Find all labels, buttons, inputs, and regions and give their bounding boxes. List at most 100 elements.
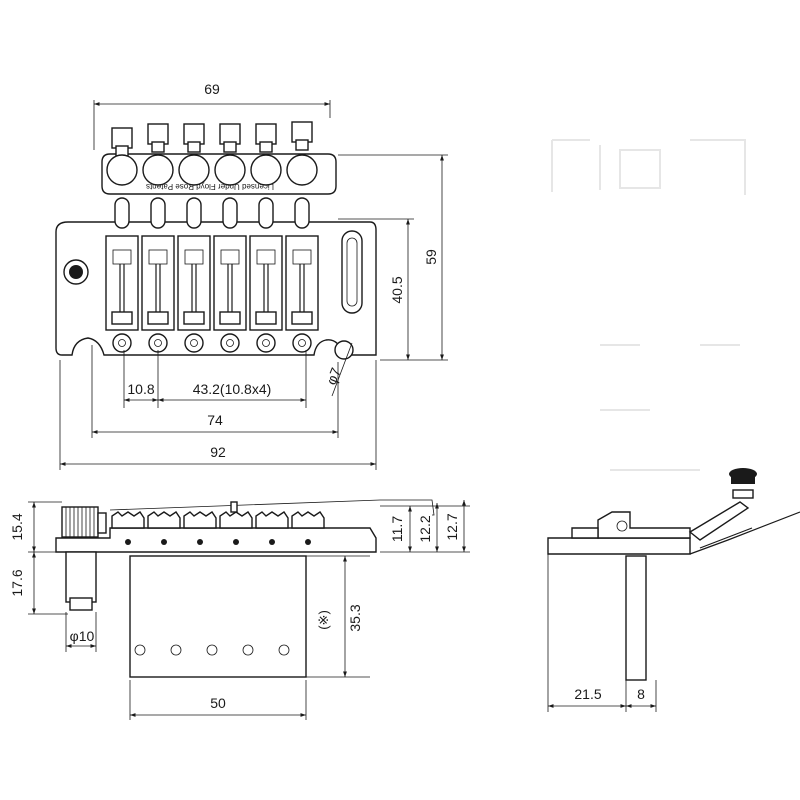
lock-pad <box>286 154 318 186</box>
tuner-screw-head <box>147 123 169 145</box>
lock-pad <box>142 154 174 186</box>
saddle-window <box>256 249 276 265</box>
side-saddle-body <box>147 511 181 529</box>
saddle-clamp <box>111 311 133 325</box>
end-saddle <box>597 511 691 539</box>
saddle-clamp <box>147 311 169 325</box>
side-saddle-group <box>111 511 325 545</box>
tuner-screw-head <box>291 121 313 143</box>
saddle-window <box>184 249 204 265</box>
tuner-screw-shaft <box>187 141 201 153</box>
block-hole-2 <box>170 644 182 656</box>
right-slot <box>341 230 363 314</box>
block-hole-group <box>134 644 290 656</box>
saddle-group <box>105 121 319 353</box>
dim-block-note: (※) <box>316 610 331 630</box>
side-saddle-screw <box>269 539 275 545</box>
side-saddle-screw <box>233 539 239 545</box>
dim-stud-depth: 17.6 <box>9 569 25 596</box>
dim-overall-width: 92 <box>210 444 226 460</box>
intonation-screw <box>222 197 238 229</box>
saddle-2 <box>141 123 175 353</box>
side-stud <box>65 551 97 603</box>
end-view <box>547 468 800 681</box>
lock-pad <box>106 154 138 186</box>
mount-screw-center <box>154 339 162 347</box>
lock-pad <box>178 154 210 186</box>
dim-height-2: 12.2 <box>417 515 433 542</box>
tuner-screw-shaft <box>259 141 273 153</box>
side-saddle-body <box>291 511 325 529</box>
side-saddle-3 <box>183 511 217 545</box>
block-hole-1 <box>134 644 146 656</box>
saddle-window <box>148 249 168 265</box>
saddle-clamp <box>219 311 241 325</box>
saddle-1 <box>105 127 139 353</box>
side-saddle-screw <box>197 539 203 545</box>
dim-height-total: 59 <box>423 249 439 265</box>
dim-saddle-span: 69 <box>204 81 220 97</box>
fine-tuner-knob <box>61 506 99 538</box>
side-saddle-screw <box>161 539 167 545</box>
side-saddle-5 <box>255 511 289 545</box>
saddle-clamp <box>183 311 205 325</box>
lock-pad <box>214 154 246 186</box>
saddle-clamp <box>255 311 277 325</box>
saddle-5 <box>249 123 283 353</box>
end-block <box>625 555 647 681</box>
mount-screw-center <box>226 339 234 347</box>
intonation-screw <box>114 197 130 229</box>
intonation-screw <box>186 197 202 229</box>
side-stud-tip <box>69 597 93 611</box>
side-view <box>55 499 435 678</box>
top-view-dimensions: 69 59 40.5 10.8 43.2(10.8x4) 74 92 φ7 <box>59 81 448 470</box>
dim-height-3: 12.7 <box>444 513 460 540</box>
mount-screw-center <box>298 339 306 347</box>
side-saddle-6 <box>291 511 325 545</box>
mount-screw <box>184 333 204 353</box>
dim-end-thickness: 8 <box>637 686 645 702</box>
side-saddle-4 <box>219 511 253 545</box>
block-hole-4 <box>242 644 254 656</box>
mount-screw <box>148 333 168 353</box>
block-hole-3 <box>206 644 218 656</box>
end-base-plate <box>547 537 691 555</box>
mount-screw-center <box>262 339 270 347</box>
saddle-window <box>292 249 312 265</box>
end-knob <box>732 489 754 499</box>
side-saddle-1 <box>111 511 145 545</box>
background-watermark <box>551 139 746 471</box>
side-saddle-2 <box>147 511 181 545</box>
saddle-window <box>220 249 240 265</box>
tuner-screw-head <box>183 123 205 145</box>
dim-height-1: 11.7 <box>389 516 405 542</box>
top-view: Licensed Under Floyd Rose Patents <box>55 121 377 360</box>
dim-stud-diameter: φ10 <box>70 628 95 644</box>
mount-screw <box>112 333 132 353</box>
intonation-screw <box>258 197 274 229</box>
intonation-screw <box>294 197 310 229</box>
side-saddle-body <box>255 511 289 529</box>
side-saddle-screw <box>305 539 311 545</box>
mount-screw <box>292 333 312 353</box>
side-saddle-body <box>111 511 145 529</box>
dim-saddle-offset: 10.8 <box>127 381 154 397</box>
mount-screw-center <box>118 339 126 347</box>
saddle-clamp <box>291 311 313 325</box>
saddle-window <box>112 249 132 265</box>
end-arm <box>688 501 750 541</box>
end-view-dimensions: 21.5 8 <box>547 554 657 712</box>
mount-screw <box>220 333 240 353</box>
tremolo-block <box>129 555 307 678</box>
patent-text: Licensed Under Floyd Rose Patents <box>146 182 274 191</box>
dim-block-depth: 35.3 <box>347 604 363 631</box>
mount-screw-center <box>190 339 198 347</box>
block-hole-5 <box>278 644 290 656</box>
dim-stud-spacing: 74 <box>207 412 223 428</box>
dim-hole-diameter: φ7 <box>323 365 344 387</box>
saddle-6 <box>285 121 319 353</box>
dim-block-width: 50 <box>210 695 226 711</box>
mount-screw <box>256 333 276 353</box>
tuner-screw-shaft <box>151 141 165 153</box>
side-view-dimensions: 15.4 17.6 φ10 11.7 12.2 12.7 (※) 35.3 50 <box>9 500 470 720</box>
